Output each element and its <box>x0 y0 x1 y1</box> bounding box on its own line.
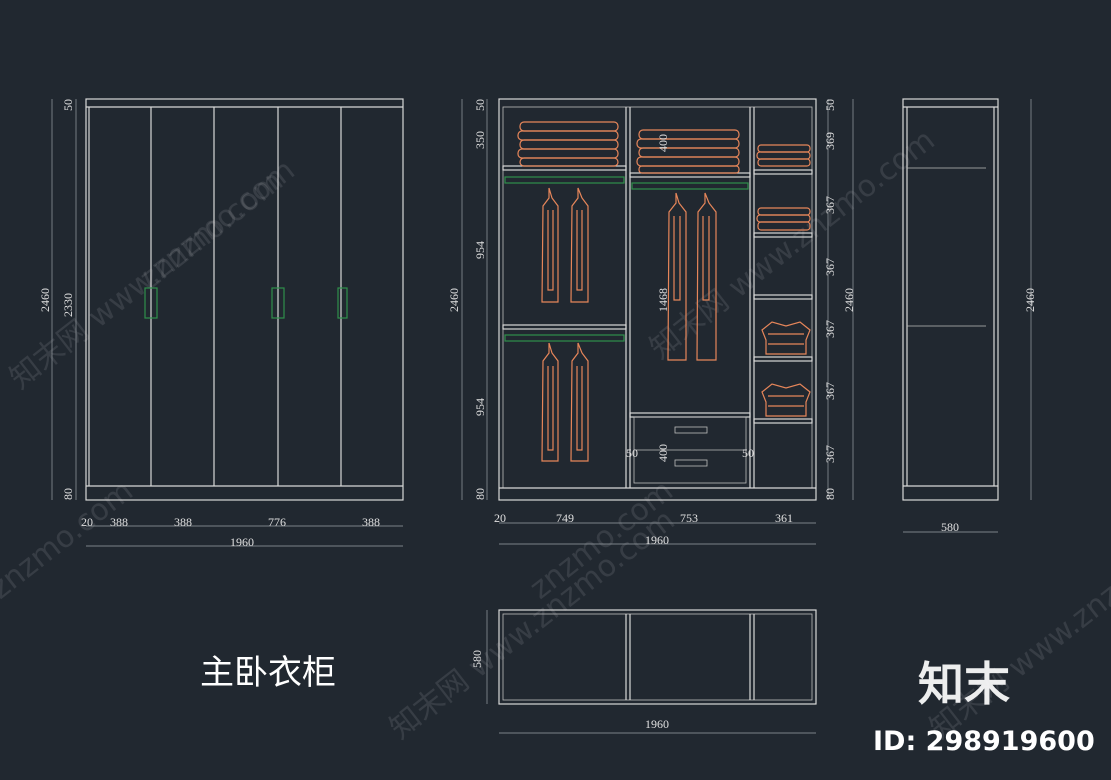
hanging-garment-icon <box>570 187 589 303</box>
plan-inner <box>502 613 813 701</box>
plan-frame <box>498 609 817 705</box>
dim-height-body: 2330 <box>61 293 75 317</box>
side-frame <box>902 98 999 501</box>
dim-width: 388 <box>174 515 192 529</box>
interior-view: 2460 50 350 954 954 80 400 1468 400 50 5… <box>447 98 856 547</box>
folded-clothes-icon <box>756 144 811 167</box>
front-frame <box>85 98 404 501</box>
hanging-garment-icon <box>541 342 559 462</box>
dim-height-total: 2460 <box>842 288 856 312</box>
dim-height: 80 <box>473 488 487 500</box>
door-handle <box>271 287 285 319</box>
dim-height-total: 2460 <box>38 288 52 312</box>
dim-width: 776 <box>268 515 286 529</box>
drawer-top <box>629 412 751 418</box>
shelf <box>753 418 813 424</box>
dim-depth: 580 <box>470 650 484 668</box>
dim-drawer-side: 50 <box>626 446 638 460</box>
dim-height-total: 2460 <box>447 288 461 312</box>
dim-height: 367 <box>823 258 837 276</box>
door-handle <box>144 287 158 319</box>
watermark: 知末网 www.znzmo.com <box>383 503 681 747</box>
shelf <box>753 169 813 175</box>
front-view: 2460 2330 50 80 20 388 388 776 388 1960 <box>38 98 404 549</box>
dim-height: 80 <box>823 488 837 500</box>
dim-width-total: 1960 <box>230 535 254 549</box>
dim-height: 1468 <box>656 288 670 312</box>
folded-clothes-icon <box>756 207 811 231</box>
dim-width: 361 <box>775 511 793 525</box>
hanging-garment-icon <box>570 342 589 462</box>
image-id: ID: 298919600 <box>873 726 1095 757</box>
dim-height: 367 <box>823 445 837 463</box>
dim-width: 753 <box>680 511 698 525</box>
shelf <box>753 294 813 300</box>
dim-height: 367 <box>823 196 837 214</box>
folded-clothes-icon <box>636 129 740 174</box>
hanging-rail <box>504 334 625 342</box>
shelf <box>753 232 813 238</box>
hanging-rail <box>631 182 749 190</box>
watermark-layer: 知末网 www.znzmo.com 知末网 www.znzmo.com 知末网 … <box>0 123 1111 747</box>
dim-bottom-base: 80 <box>61 488 75 500</box>
hanging-rail <box>504 176 625 184</box>
drawer-handle <box>674 426 708 434</box>
dim-top-gap: 50 <box>61 99 75 111</box>
hanging-garment-icon <box>541 187 559 303</box>
folded-clothes-icon <box>517 121 619 167</box>
plan-view: 580 1960 <box>470 609 817 734</box>
shelf <box>502 324 627 330</box>
dim-height: 369 <box>823 132 837 150</box>
drawer-handle <box>674 459 708 467</box>
dim-height: 400 <box>656 444 670 462</box>
dim-depth: 580 <box>941 520 959 534</box>
dim-height: 350 <box>473 131 487 149</box>
dim-drawer-side: 50 <box>742 446 754 460</box>
hanging-garment-icon <box>696 192 717 361</box>
interior-frame <box>498 98 817 501</box>
dim-width: 20 <box>81 515 93 529</box>
dim-width: 20 <box>494 511 506 525</box>
dim-height: 50 <box>473 99 487 111</box>
shirt-icon <box>761 383 811 417</box>
dim-width: 388 <box>362 515 380 529</box>
dim-height: 954 <box>473 241 487 259</box>
shelf <box>629 172 751 178</box>
dim-height: 367 <box>823 382 837 400</box>
drawing-title: 主卧衣柜 <box>200 653 336 693</box>
brand-logo: 知末 <box>918 657 1010 711</box>
dim-width-total: 1960 <box>645 717 669 731</box>
dim-width-total: 1960 <box>645 533 669 547</box>
dim-height: 367 <box>823 320 837 338</box>
dim-width: 749 <box>556 511 574 525</box>
shelf <box>502 165 627 171</box>
shelf <box>753 356 813 362</box>
dim-height: 50 <box>823 99 837 111</box>
dim-width: 388 <box>110 515 128 529</box>
shirt-icon <box>761 321 811 355</box>
side-view: 2460 580 <box>902 98 1037 534</box>
watermark: znzmo.com <box>133 163 289 296</box>
hanging-garment-icon <box>667 192 687 361</box>
dim-height: 954 <box>473 398 487 416</box>
door-handle <box>337 287 348 319</box>
dim-height-total: 2460 <box>1023 288 1037 312</box>
dim-height: 400 <box>656 134 670 152</box>
